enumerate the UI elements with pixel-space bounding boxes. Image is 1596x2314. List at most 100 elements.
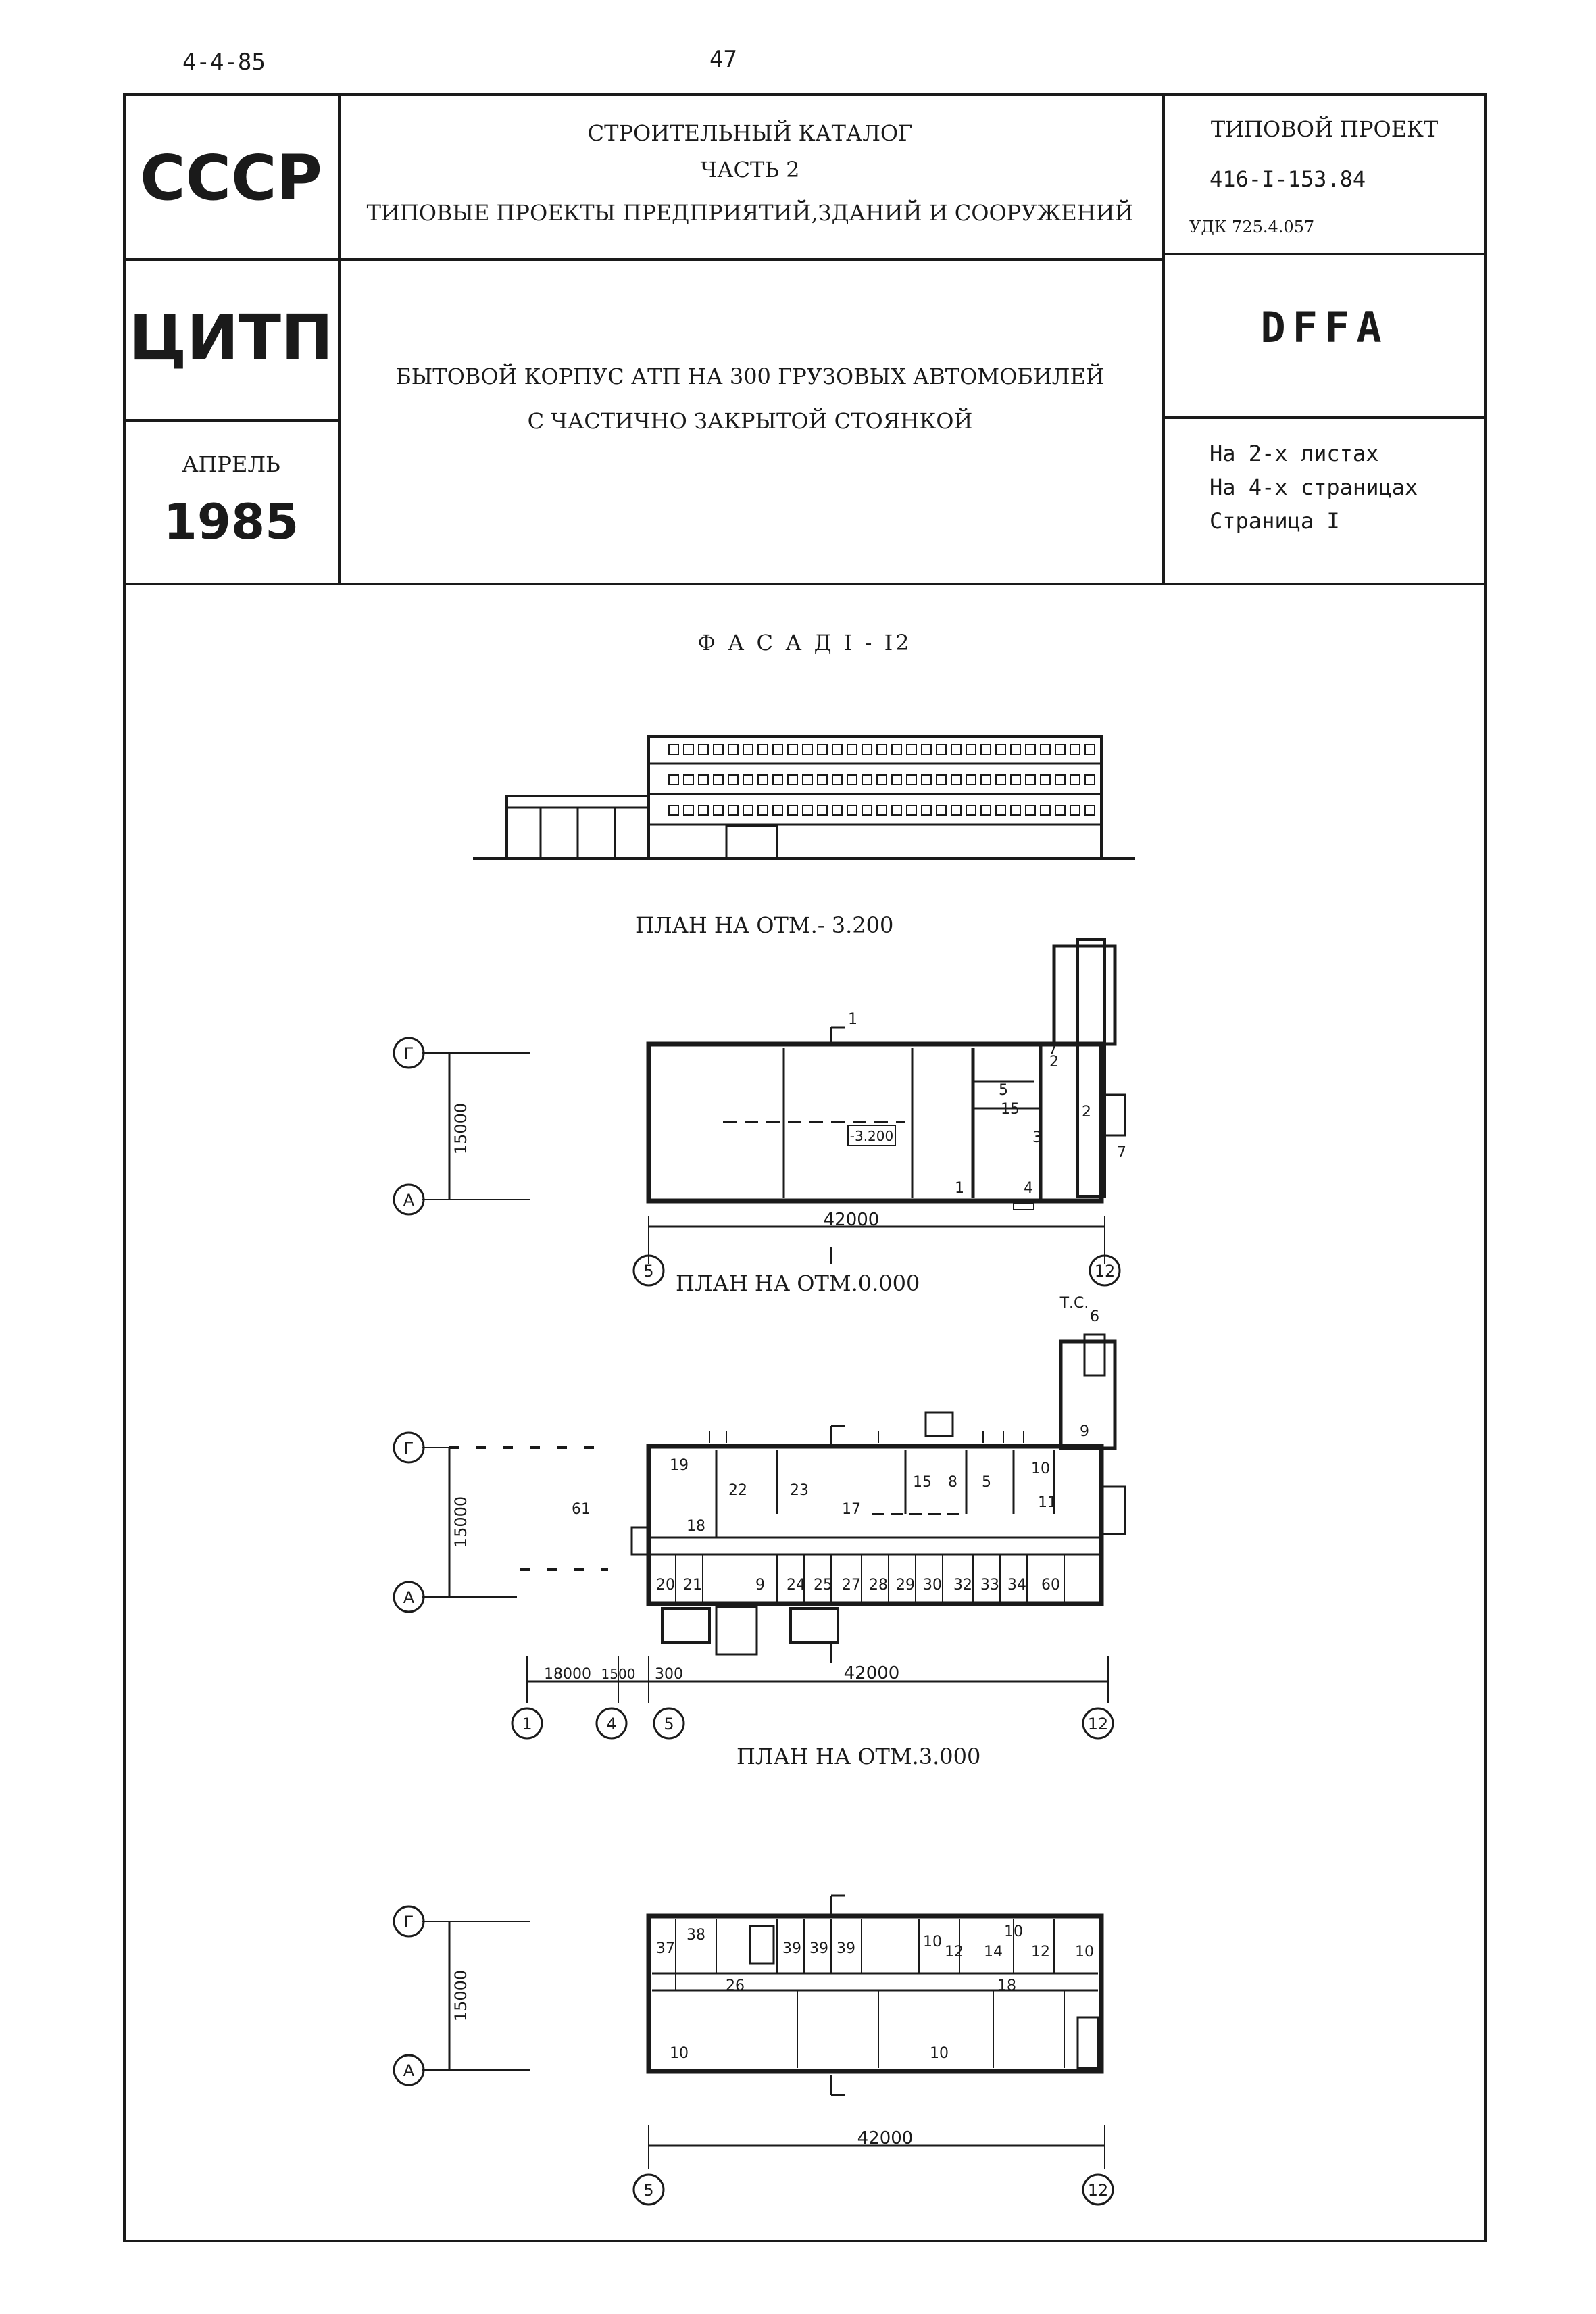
grid-line	[338, 93, 341, 585]
plan1-level-mark: -3.200	[850, 1128, 893, 1144]
room-number-label: 23	[790, 1482, 809, 1499]
grid-line	[123, 258, 1164, 261]
room-number-label: 19	[670, 1457, 689, 1474]
facade-drawing	[473, 735, 1135, 860]
room-number-label: 39	[809, 1940, 828, 1957]
room-number-label: 32	[953, 1577, 972, 1594]
axis-12-label: 12	[1095, 1262, 1116, 1281]
catalog-line-1: СТРОИТЕЛЬНЫЙ КАТАЛОГ	[587, 120, 913, 146]
grid-line	[123, 583, 1487, 585]
plan-minus-3200-drawing	[393, 938, 1126, 1287]
section-mark: 1	[848, 1011, 857, 1028]
room-number-label: 34	[1007, 1577, 1026, 1594]
project-label: ТИПОВОЙ ПРОЕКТ	[1210, 116, 1439, 142]
grid-line	[1162, 253, 1487, 255]
sheets-line-1: На 2-х листах	[1210, 441, 1379, 466]
room-number-label: 28	[869, 1577, 888, 1594]
axis-a-label: А	[403, 1191, 415, 1210]
agency-label: ЦИТП	[128, 301, 334, 374]
room-number-label: 9	[1080, 1423, 1089, 1440]
room-number-label: 4	[1024, 1180, 1033, 1197]
year-label: 1985	[163, 493, 299, 550]
plan3-width-dim: 42000	[857, 2128, 914, 2148]
page-frame	[123, 93, 1487, 2242]
building-title-line-2: С ЧАСТИЧНО ЗАКРЫТОЙ СТОЯНКОЙ	[527, 408, 973, 434]
room-number-label: 26	[726, 1977, 745, 1994]
room-number-label: 12	[1031, 1944, 1050, 1961]
room-number-label: 39	[782, 1940, 801, 1957]
catalog-line-3: ТИПОВЫЕ ПРОЕКТЫ ПРЕДПРИЯТИЙ,ЗДАНИЙ И СОО…	[366, 200, 1134, 226]
room-number-label: 37	[656, 1940, 675, 1957]
room-number-label: 10	[670, 2045, 689, 2062]
room-number-label: 7	[1117, 1144, 1126, 1161]
axis-5-label: 5	[664, 1715, 674, 1733]
room-number-label: 22	[728, 1482, 747, 1499]
room-number-label: 5	[999, 1082, 1008, 1099]
room-number-label: 14	[984, 1944, 1003, 1961]
room-number-label: 18	[687, 1518, 705, 1535]
room-number-label: 18	[997, 1977, 1016, 1994]
room-number-label: 1	[955, 1180, 964, 1197]
room-number-label: 12	[945, 1944, 964, 1961]
room-number-label: 3	[1032, 1129, 1042, 1146]
month-label: АПРЕЛЬ	[182, 451, 280, 477]
project-index: DFFA	[1260, 303, 1389, 352]
room-number-label: 11	[1038, 1494, 1057, 1511]
plan-minus-3200-title: ПЛАН НА ОТМ.- 3.200	[635, 912, 894, 938]
room-number-label: 29	[896, 1577, 915, 1594]
plan2-width-dim: 42000	[844, 1663, 900, 1683]
room-number-label: 2	[1049, 1054, 1059, 1070]
room-number-label: 30	[923, 1577, 942, 1594]
plan1-height-dim: 15000	[451, 1103, 470, 1154]
room-number-label: 33	[980, 1577, 999, 1594]
room-number-label: 15	[1001, 1101, 1020, 1118]
room-number-label: 10	[1004, 1923, 1023, 1940]
room-number-label: 24	[787, 1577, 805, 1594]
room-number-label: 8	[948, 1474, 957, 1491]
room-number-label: 6	[1090, 1308, 1099, 1325]
plan2-height-dim: 15000	[451, 1496, 470, 1548]
axis-12-label: 12	[1088, 2181, 1109, 2200]
grid-line	[1162, 93, 1165, 585]
dim-1500: 1500	[601, 1666, 636, 1682]
room-number-label: 5	[982, 1474, 991, 1491]
plan-0000-drawing	[393, 1333, 1126, 1740]
room-number-label: 27	[842, 1577, 861, 1594]
page-number: 47	[709, 46, 737, 73]
dim-300: 300	[655, 1666, 683, 1683]
room-number-label: 60	[1041, 1577, 1060, 1594]
room-number-label: 15	[913, 1474, 932, 1491]
room-number-label: 38	[687, 1927, 705, 1944]
axis-4-label: 4	[606, 1715, 616, 1733]
room-number-label: 10	[923, 1934, 942, 1950]
grid-line	[1162, 416, 1487, 419]
sheets-line-2: На 4-х страницах	[1210, 474, 1418, 500]
catalog-line-2: ЧАСТЬ 2	[700, 157, 800, 182]
axis-g-label: Г	[404, 1044, 414, 1063]
room-number-label: 10	[930, 2045, 949, 2062]
plan-0000-title: ПЛАН НА ОТМ.0.000	[676, 1271, 920, 1296]
plan1-width-dim: 42000	[824, 1210, 880, 1230]
room-number-label: 7	[1048, 1041, 1057, 1058]
axis-12-label: 12	[1088, 1715, 1109, 1733]
room-number-label: 2	[1082, 1104, 1091, 1121]
ts-label: Т.С.	[1059, 1295, 1089, 1312]
axis-5-label: 5	[643, 2181, 653, 2200]
axis-1-label: 1	[522, 1715, 532, 1733]
room-number-label: 10	[1075, 1944, 1094, 1961]
axis-g-label: Г	[404, 1913, 414, 1931]
plan-3000-drawing	[393, 1894, 1114, 2206]
sheets-line-3: Страница I	[1210, 508, 1340, 534]
room-number-label: 10	[1031, 1460, 1050, 1477]
room-number-label: 20	[656, 1577, 675, 1594]
building-title-line-1: БЫТОВОЙ КОРПУС АТП НА 300 ГРУЗОВЫХ АВТОМ…	[395, 364, 1105, 389]
dim-18000: 18000	[544, 1666, 591, 1683]
room-number-label: 25	[814, 1577, 832, 1594]
axis-g-label: Г	[404, 1439, 414, 1458]
country-label: СССР	[140, 142, 322, 214]
room-number-label: 39	[837, 1940, 855, 1957]
parking-room-label: 61	[572, 1501, 591, 1518]
room-number-label: 17	[842, 1501, 861, 1518]
grid-line	[123, 419, 339, 422]
